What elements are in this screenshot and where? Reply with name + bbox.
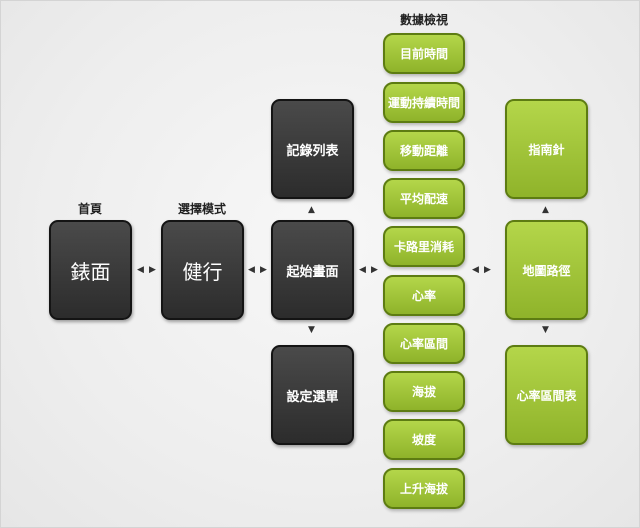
- node-compass[interactable]: 指南針: [505, 99, 588, 199]
- arrow-right-3: ▶: [371, 265, 378, 275]
- data-item[interactable]: 目前時間: [383, 33, 465, 74]
- data-item[interactable]: 海拔: [383, 371, 465, 412]
- data-item[interactable]: 平均配速: [383, 178, 465, 219]
- header-select-mode: 選擇模式: [177, 202, 226, 216]
- data-item[interactable]: 移動距離: [383, 130, 465, 171]
- node-record-list[interactable]: 記錄列表: [271, 99, 354, 199]
- node-settings-menu[interactable]: 設定選單: [271, 345, 354, 445]
- arrow-right-1: ▶: [149, 265, 156, 275]
- arrow-left-2: ◀: [248, 265, 255, 275]
- arrow-up-compass: ▲: [542, 205, 549, 215]
- arrow-left-3: ◀: [359, 265, 366, 275]
- node-hr-zone-table[interactable]: 心率區間表: [505, 345, 588, 445]
- node-map-route[interactable]: 地圖路徑: [505, 220, 588, 320]
- data-item[interactable]: 卡路里消耗: [383, 226, 465, 267]
- data-item[interactable]: 坡度: [383, 419, 465, 460]
- data-item[interactable]: 心率區間: [383, 323, 465, 364]
- data-item[interactable]: 運動持續時間: [383, 82, 465, 123]
- arrow-down-settings: ▼: [308, 325, 315, 335]
- arrow-right-2: ▶: [260, 265, 267, 275]
- arrow-left-4: ◀: [472, 265, 479, 275]
- node-start-screen[interactable]: 起始畫面: [271, 220, 354, 320]
- node-walk-run[interactable]: 健行: [161, 220, 244, 320]
- header-data-view: 數據檢視: [399, 13, 448, 27]
- arrow-right-4: ▶: [484, 265, 491, 275]
- arrow-left-1: ◀: [137, 265, 144, 275]
- data-item[interactable]: 上升海拔: [383, 468, 465, 509]
- data-item[interactable]: 心率: [383, 275, 465, 316]
- arrow-up-record: ▲: [308, 205, 315, 215]
- node-watch-face[interactable]: 錶面: [49, 220, 132, 320]
- arrow-down-hr-table: ▼: [542, 325, 549, 335]
- header-home: 首頁: [77, 202, 102, 216]
